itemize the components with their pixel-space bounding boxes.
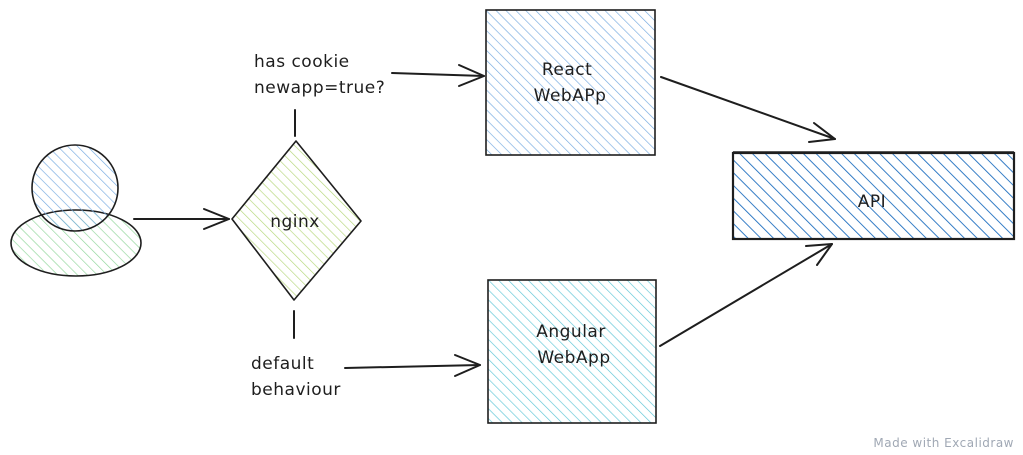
default-route-line-1: default [251, 354, 314, 374]
angular-label-line-2: WebApp [537, 348, 610, 368]
default-route-label: default behaviour [251, 354, 341, 400]
default-route-line-2: behaviour [251, 380, 341, 400]
arrow-react-to-api [660, 76, 836, 143]
nginx-node: nginx [231, 140, 362, 301]
cookie-condition-label: has cookie newapp=true? [254, 52, 385, 98]
arrow-angular-to-api [659, 243, 833, 347]
arrow-to-angular [344, 354, 481, 377]
react-webapp-node: React WebAPp [485, 9, 656, 156]
react-webapp-label: React WebAPp [534, 60, 607, 106]
angular-label-line-1: Angular [536, 322, 606, 342]
api-box [731, 151, 1016, 241]
angular-webapp-box [487, 279, 657, 424]
excalidraw-watermark: Made with Excalidraw [873, 436, 1014, 450]
user-head [31, 144, 119, 232]
nginx-diamond [231, 140, 362, 301]
user-icon [10, 144, 142, 277]
react-label-line-1: React [542, 60, 592, 80]
cookie-condition-line-2: newapp=true? [254, 78, 385, 98]
react-label-line-2: WebAPp [534, 86, 607, 106]
angular-webapp-label: Angular WebApp [536, 322, 612, 368]
api-label: API [858, 192, 886, 212]
arrow-to-react [391, 64, 485, 87]
react-webapp-box [485, 9, 656, 156]
angular-webapp-node: Angular WebApp [487, 279, 657, 424]
cookie-condition-line-1: has cookie [254, 52, 350, 72]
api-node: API [731, 151, 1016, 241]
arrow-user-to-nginx [133, 208, 230, 230]
nginx-label: nginx [270, 212, 320, 232]
